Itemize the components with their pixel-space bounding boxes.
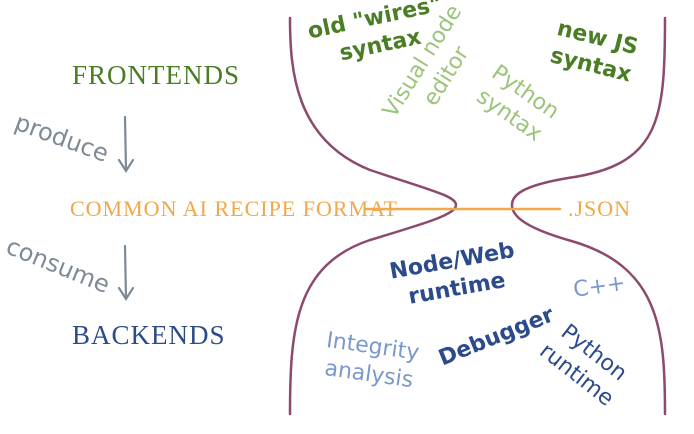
consume-arrow-icon	[117, 244, 135, 302]
funnel-left-curve	[288, 16, 458, 416]
backends-heading: BACKENDS	[72, 320, 226, 350]
common-format-label: COMMON AI RECIPE FORMAT	[70, 196, 398, 221]
produce-arrow-icon	[117, 115, 135, 174]
frontends-heading: FRONTENDS	[72, 60, 241, 90]
json-label: .JSON	[568, 196, 632, 221]
funnel-right-curve	[510, 16, 667, 416]
